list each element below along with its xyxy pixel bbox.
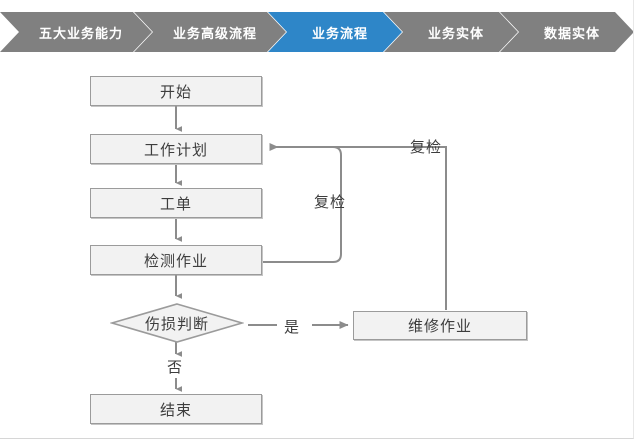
breadcrumb-step-4[interactable]: 业务实体 xyxy=(384,12,518,52)
breadcrumb-step-2-label: 业务高级流程 xyxy=(172,26,257,42)
node-work-plan[interactable]: 工作计划 xyxy=(90,134,262,164)
edge-label-no-text: 否 xyxy=(167,358,184,376)
node-work-order[interactable]: 工单 xyxy=(90,188,262,218)
breadcrumb-step-1-label: 五大业务能力 xyxy=(38,26,123,42)
diamond-shape xyxy=(109,303,245,343)
edge-label-yes-text: 是 xyxy=(284,318,301,336)
node-repair[interactable]: 维修作业 xyxy=(353,311,527,340)
edge-label-recheck-inner-text: 复检 xyxy=(314,193,347,211)
node-work-plan-label: 工作计划 xyxy=(143,140,208,159)
node-start-label: 开始 xyxy=(159,82,192,101)
edge-label-recheck-inner: 复检 xyxy=(314,191,346,212)
edge-repair-recheck-loop xyxy=(270,146,447,310)
edge-label-no: 否 xyxy=(167,356,183,377)
node-start[interactable]: 开始 xyxy=(90,76,262,106)
breadcrumb-step-3[interactable]: 业务流程 xyxy=(268,12,402,52)
node-damage-decision[interactable]: 伤损判断 xyxy=(109,303,245,343)
node-end-label: 结束 xyxy=(159,400,192,419)
node-repair-label: 维修作业 xyxy=(407,317,472,335)
breadcrumb-step-2[interactable]: 业务高级流程 xyxy=(134,12,286,52)
breadcrumb: 五大业务能力 业务高级流程 业务流程 业务实体 数据实体 xyxy=(0,12,634,52)
breadcrumb-step-4-label: 业务实体 xyxy=(427,26,484,42)
node-work-order-label: 工单 xyxy=(159,194,192,213)
breadcrumb-step-5-label: 数据实体 xyxy=(543,26,600,42)
edge-label-recheck-outer: 复检 xyxy=(410,136,442,157)
edge-label-yes: 是 xyxy=(284,316,300,337)
edge-label-recheck-outer-text: 复检 xyxy=(410,138,443,156)
node-inspection[interactable]: 检测作业 xyxy=(90,245,262,275)
breadcrumb-step-5[interactable]: 数据实体 xyxy=(500,12,634,52)
breadcrumb-step-3-label: 业务流程 xyxy=(311,26,368,42)
node-inspection-label: 检测作业 xyxy=(143,251,208,270)
node-damage-decision-label: 伤损判断 xyxy=(144,314,209,333)
breadcrumb-step-1[interactable]: 五大业务能力 xyxy=(0,12,152,52)
node-end[interactable]: 结束 xyxy=(90,394,262,424)
